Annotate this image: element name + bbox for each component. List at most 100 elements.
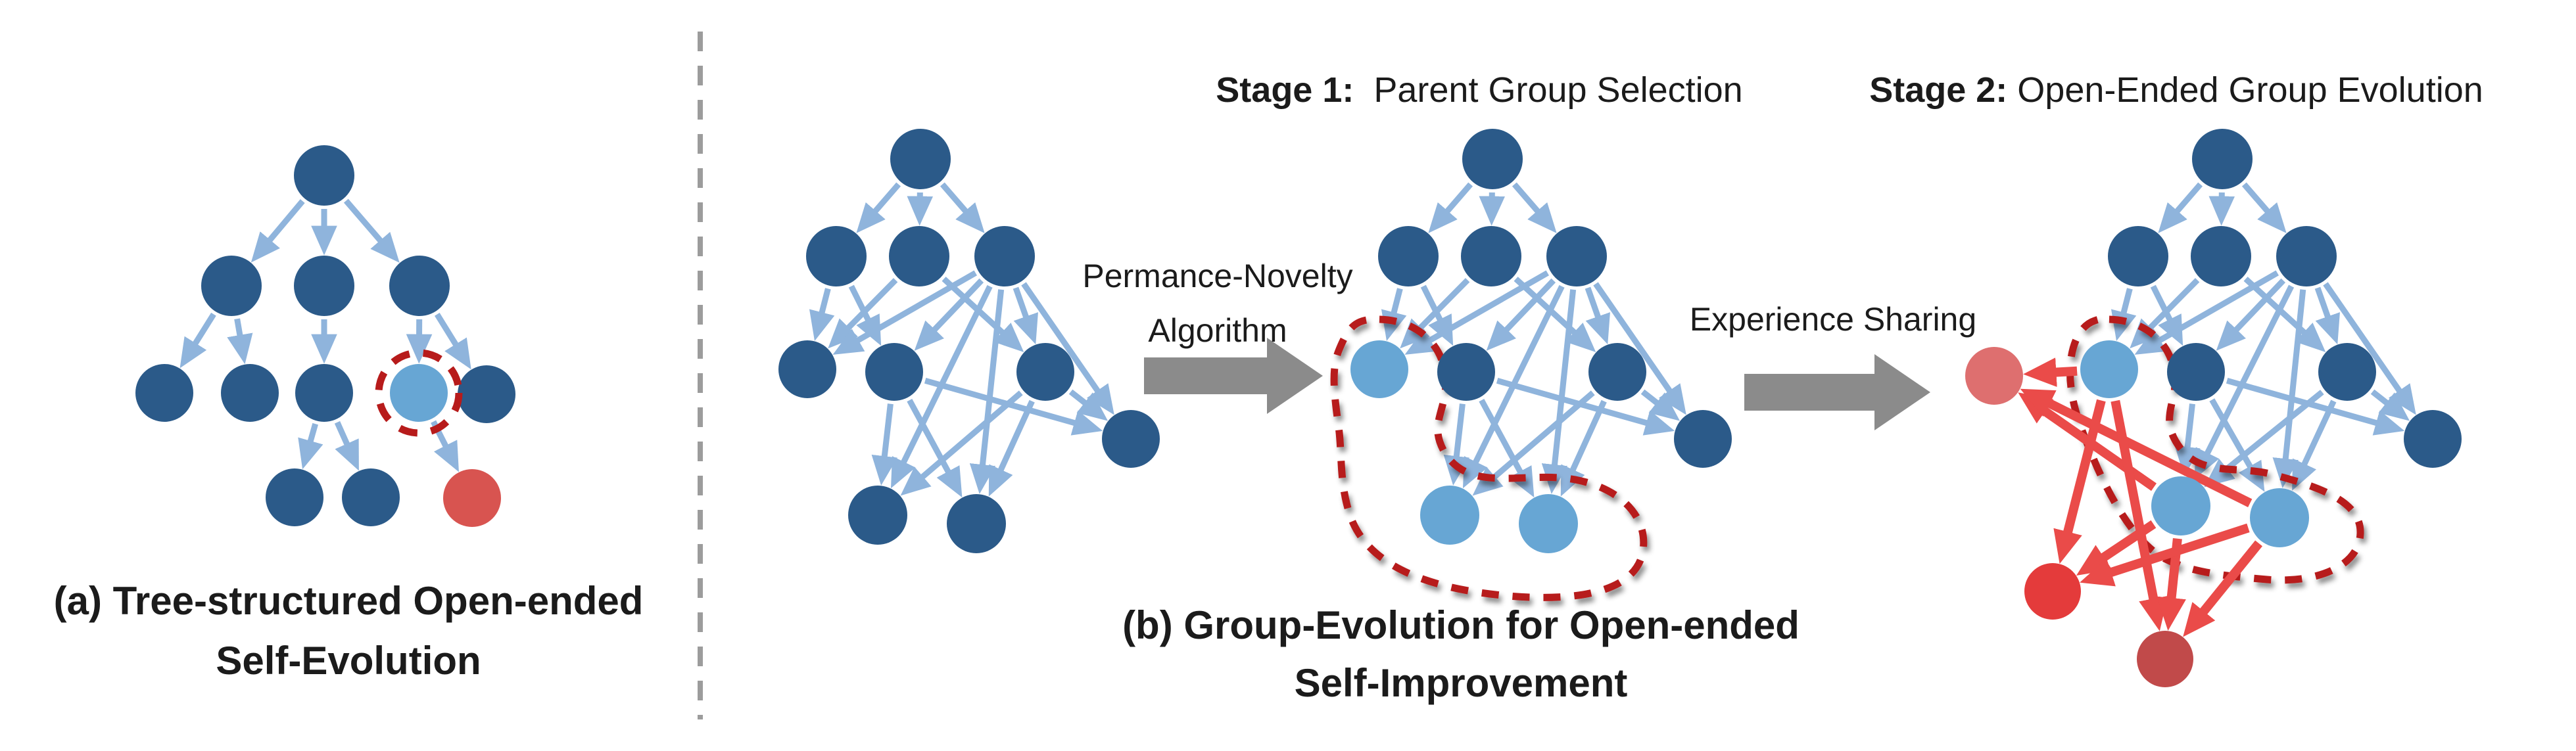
red-edge-d-r1 <box>2053 399 2106 564</box>
blue-edge-b-d <box>1400 278 1470 349</box>
node-a <box>201 256 262 316</box>
blue-edge-a-d <box>2111 288 2137 341</box>
blue-edge-c-i <box>969 289 1005 494</box>
blue-edge-a-e <box>1420 284 1454 346</box>
blue-edge-f-h <box>1472 390 1595 496</box>
stage-flow-arrows <box>1144 338 1930 430</box>
stage1-title: Stage 1: Parent Group Selection <box>1216 70 1742 110</box>
node-c <box>2276 226 2337 286</box>
node-j <box>342 468 400 526</box>
blue-edge-f-j <box>334 421 359 471</box>
blue-edge-e-h <box>1443 403 1469 486</box>
blue-edge-c-d <box>1404 270 1549 355</box>
blue-edge-c-h <box>2194 284 2295 480</box>
flow-arrow-2 <box>1744 354 1930 430</box>
tree-structured-evolution-graph <box>135 145 515 527</box>
red-edge-d-s <box>2023 357 2078 387</box>
node-e <box>865 343 923 401</box>
blue-edge-b-d <box>2130 278 2200 349</box>
blue-edge-a-e <box>2150 284 2183 346</box>
blue-edge-f-h <box>900 390 1023 496</box>
blue-edge-f-g <box>2370 389 2410 421</box>
blue-edge-c-f <box>1013 286 1038 345</box>
blue-edge-c-e <box>1486 278 1556 351</box>
node-i <box>947 494 1006 553</box>
blue-edge-e-g <box>924 378 1103 436</box>
node-f <box>1016 343 1074 401</box>
node-t <box>890 129 951 189</box>
node-d <box>778 340 836 398</box>
node-b <box>294 256 354 316</box>
network-parent-group-selected <box>1330 129 1732 601</box>
node-t <box>2192 129 2253 189</box>
stage2-title-bold: Stage 2: <box>1869 70 2007 110</box>
node-a <box>806 226 867 286</box>
blue-edge-f-h <box>2204 390 2324 488</box>
node-g <box>390 364 448 422</box>
blue-edge-a-d <box>809 288 835 341</box>
blue-edge-a-e <box>848 284 882 346</box>
blue-edge-t-c <box>940 182 985 233</box>
selected-node-outline <box>375 349 463 437</box>
node-h <box>848 486 907 545</box>
blue-edge-t-a <box>2158 182 2203 233</box>
blue-edge-e-g <box>2226 378 2405 436</box>
caption-b-line2: Self-Improvement <box>1295 661 1628 705</box>
node-b <box>889 226 949 286</box>
permance-novelty-label-line2: Algorithm <box>1148 312 1287 349</box>
blue-edge-f-g <box>1068 389 1109 421</box>
node-b <box>1461 226 1521 286</box>
blue-edge-c-g <box>1021 282 1114 415</box>
blue-edge-t-a <box>856 182 901 233</box>
blue-edge-f-i <box>1560 399 1607 497</box>
node-b <box>2191 226 2251 286</box>
stage1-title-rest: Parent Group Selection <box>1354 70 1742 110</box>
node-g <box>1674 410 1732 468</box>
caption-a-line1: (a) Tree-structured Open-ended <box>54 579 644 623</box>
stage2-title: Stage 2: Open-Ended Group Evolution <box>1869 70 2483 110</box>
node-t <box>1462 129 1523 189</box>
node-e <box>1437 343 1495 401</box>
node-g <box>1102 410 1160 468</box>
blue-edge-t-a <box>1428 182 1473 233</box>
network-initial-population <box>778 129 1160 553</box>
node-s <box>1965 347 2023 405</box>
blue-edge-c-i <box>2272 289 2306 488</box>
experience-sharing-label: Experience Sharing <box>1690 301 1976 338</box>
node-c <box>974 226 1035 286</box>
stage1-title-bold: Stage 1: <box>1216 70 1354 110</box>
node-h <box>1420 486 1479 545</box>
selected-group-outline <box>2066 315 2364 584</box>
blue-edge-c-h <box>1462 284 1565 489</box>
blue-edge-c-f <box>1585 286 1610 345</box>
blue-edge-t-c <box>343 198 400 263</box>
node-d <box>1350 340 1408 398</box>
red-edge-h-s <box>2018 392 2157 491</box>
node-t <box>294 145 354 206</box>
node-k <box>443 469 501 527</box>
red-edge-i-r2 <box>2183 540 2262 637</box>
blue-edge-a-d <box>179 312 216 369</box>
node-f <box>2318 343 2376 401</box>
tree-graph <box>135 145 515 527</box>
blue-edge-f-i <box>298 422 323 470</box>
node-d <box>135 364 193 422</box>
node-r1 <box>2024 563 2081 620</box>
blue-edge-c-e <box>2216 278 2286 351</box>
node-d <box>2080 340 2138 398</box>
blue-edge-f-g <box>1640 389 1681 421</box>
node-e <box>221 364 279 422</box>
node-a <box>2108 226 2168 286</box>
blue-edge-b-d <box>828 278 898 349</box>
node-h <box>2151 476 2210 535</box>
flow-arrow-1 <box>1144 338 1323 414</box>
stage2-title-rest: Open-Ended Group Evolution <box>2007 70 2483 110</box>
blue-edge-e-h <box>871 403 897 486</box>
caption-b-line1: (b) Group-Evolution for Open-ended <box>1122 603 1800 647</box>
blue-edge-c-d <box>832 270 977 355</box>
node-i <box>2250 488 2309 547</box>
blue-edge-t-a <box>250 199 305 263</box>
node-h <box>458 365 515 423</box>
node-e <box>2167 343 2225 401</box>
